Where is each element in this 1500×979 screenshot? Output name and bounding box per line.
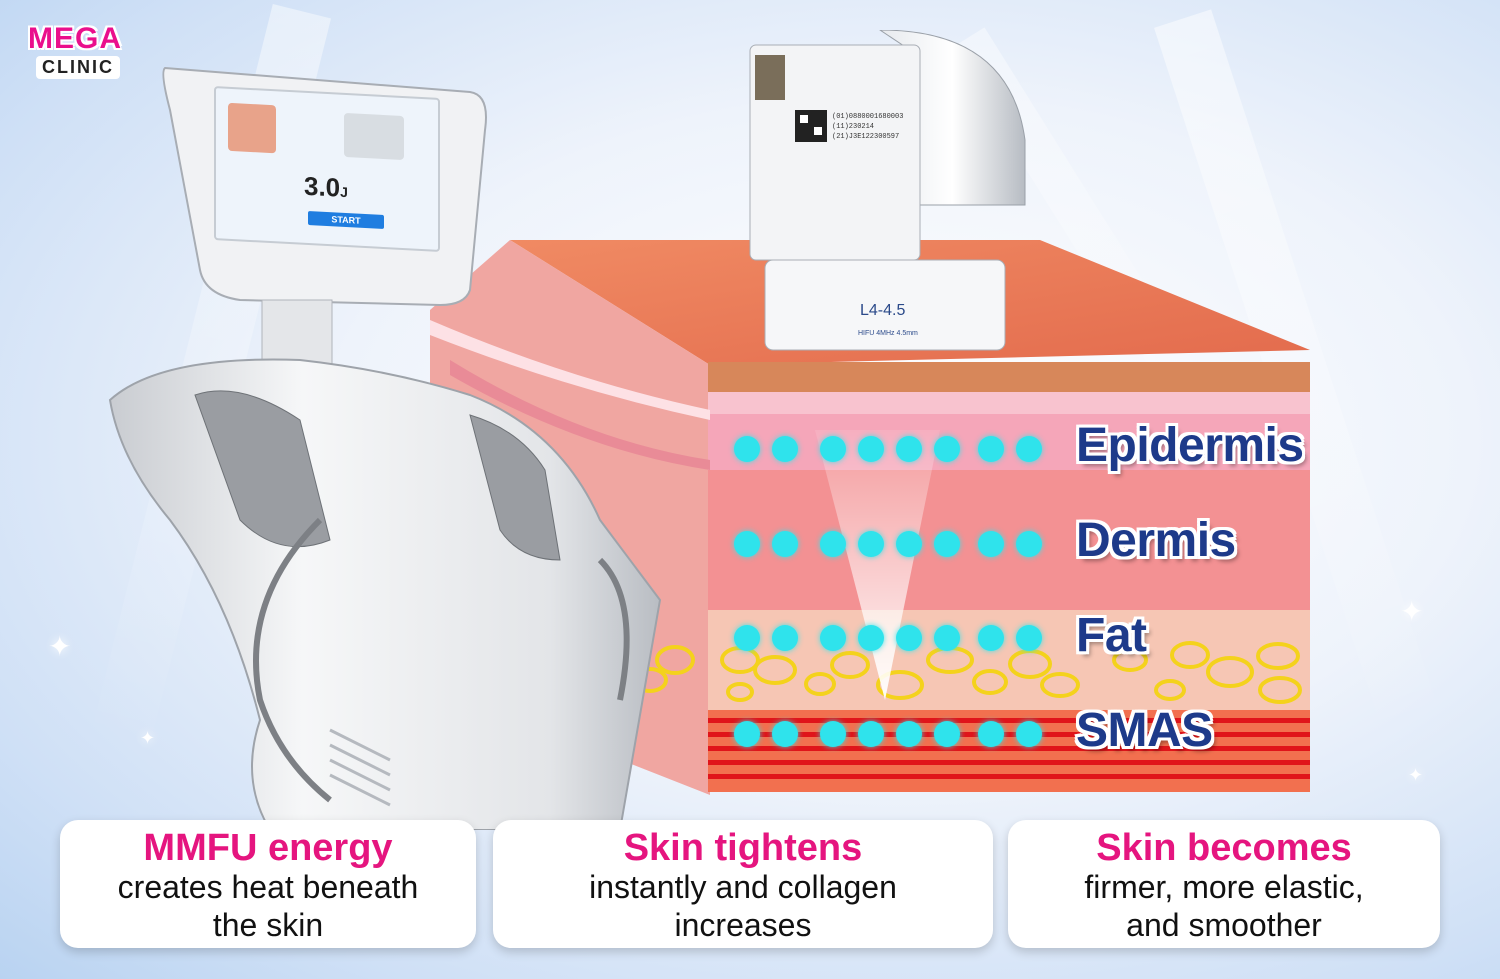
focal-point-dot	[734, 625, 760, 651]
focal-point-dot	[896, 531, 922, 557]
focal-point-dot	[772, 625, 798, 651]
info-card-1: MMFU energy creates heat beneath the ski…	[60, 820, 476, 948]
screen-energy-value: 3.0J	[304, 170, 348, 203]
focal-point-dot	[934, 721, 960, 747]
focal-point-dot	[820, 531, 846, 557]
start-button[interactable]: START	[308, 211, 384, 229]
card-text: instantly and collagen	[589, 869, 897, 905]
cartridge-code: L4-4.5	[860, 302, 905, 319]
focal-point-dot	[896, 721, 922, 747]
focal-point-dot	[772, 436, 798, 462]
focal-point-dot	[858, 531, 884, 557]
focal-point-dot	[772, 721, 798, 747]
label-epidermis: Epidermis	[1076, 419, 1304, 472]
card-title: Skin becomes	[1096, 827, 1352, 869]
focal-point-dot	[734, 721, 760, 747]
focal-point-dot	[978, 721, 1004, 747]
card-text: firmer, more elastic,	[1084, 869, 1364, 905]
focal-point-dot	[820, 625, 846, 651]
card-title: MMFU energy	[143, 827, 393, 869]
focal-point-dot	[858, 436, 884, 462]
focal-point-dot	[896, 625, 922, 651]
smas-stripes	[708, 710, 1310, 792]
focal-point-dot	[1016, 721, 1042, 747]
sparkle-icon: ✦	[1400, 596, 1424, 627]
focal-point-dot	[734, 531, 760, 557]
focal-point-dot	[820, 436, 846, 462]
cartridge-sub: HIFU 4MHz 4.5mm	[858, 330, 918, 337]
focal-point-dot	[896, 436, 922, 462]
focal-point-dot	[734, 436, 760, 462]
ultrasound-beam	[815, 430, 940, 700]
focal-point-dot	[978, 531, 1004, 557]
card-text: increases	[674, 907, 812, 943]
barcode-line: (21)J3E122300597	[832, 133, 899, 141]
device-screen: 3.0J START	[214, 86, 440, 252]
screen-image-left	[228, 102, 276, 154]
screen-image-right	[344, 112, 404, 161]
sparkle-icon: ✦	[48, 631, 72, 662]
info-card-3: Skin becomes firmer, more elastic, and s…	[1008, 820, 1440, 948]
focal-point-dot	[934, 436, 960, 462]
skin-layer-block	[430, 240, 1310, 795]
info-card-2: Skin tightens instantly and collagen inc…	[493, 820, 993, 948]
focal-point-dot	[934, 625, 960, 651]
logo-mega-text: MEGA	[28, 22, 122, 55]
focal-point-dot	[858, 721, 884, 747]
focal-point-dot	[772, 531, 798, 557]
focal-point-dot	[1016, 625, 1042, 651]
card-text: and smoother	[1126, 907, 1322, 943]
focal-point-dot	[1016, 436, 1042, 462]
sparkle-icon: ✦	[1408, 765, 1424, 785]
label-smas: SMAS	[1076, 704, 1213, 757]
card-text: creates heat beneath	[117, 869, 419, 905]
focal-point-dot	[1016, 531, 1042, 557]
focal-point-dot	[858, 625, 884, 651]
focal-point-dot	[978, 436, 1004, 462]
label-fat: Fat	[1076, 609, 1147, 662]
label-dermis: Dermis	[1076, 514, 1236, 567]
card-text: the skin	[212, 907, 324, 943]
logo-clinic-text: CLINIC	[36, 56, 120, 79]
focal-point-dot	[978, 625, 1004, 651]
barcode-line: (01)0880001680003	[832, 113, 903, 121]
focal-point-dot	[820, 721, 846, 747]
card-title: Skin tightens	[623, 827, 863, 869]
hifu-cartridge: L4-4.5 HIFU 4MHz 4.5mm (01)0880001680003…	[749, 30, 1026, 351]
barcode-line: (11)230214	[832, 123, 874, 131]
focal-point-dot	[934, 531, 960, 557]
sparkle-icon: ✦	[140, 728, 156, 748]
clinic-logo: MEGA CLINIC	[22, 22, 142, 86]
